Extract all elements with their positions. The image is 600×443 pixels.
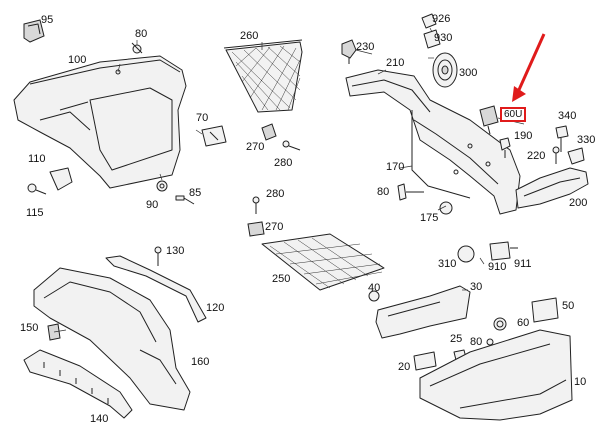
part-190-pin bbox=[499, 137, 511, 158]
callout-220[interactable]: 220 bbox=[527, 150, 546, 162]
callout-140[interactable]: 140 bbox=[90, 413, 109, 425]
callout-190[interactable]: 190 bbox=[514, 130, 533, 142]
part-310-910-911-components bbox=[457, 241, 518, 263]
callout-70[interactable]: 70 bbox=[196, 112, 209, 124]
part-200-panel bbox=[515, 167, 589, 209]
part-90-85-fasteners bbox=[156, 173, 195, 205]
part-30-40-trim bbox=[368, 285, 471, 339]
callout-95[interactable]: 95 bbox=[41, 14, 54, 26]
part-230-clip bbox=[341, 39, 357, 64]
callout-150[interactable]: 150 bbox=[20, 322, 39, 334]
part-80-screw bbox=[131, 40, 143, 54]
part-300-speaker bbox=[432, 52, 458, 88]
part-926-930-sensor bbox=[421, 13, 441, 49]
callout-175[interactable]: 175 bbox=[420, 212, 439, 224]
callout-40[interactable]: 40 bbox=[368, 282, 381, 294]
callout-310[interactable]: 310 bbox=[438, 258, 457, 270]
callout-340[interactable]: 340 bbox=[558, 110, 577, 122]
callout-230[interactable]: 230 bbox=[356, 41, 375, 53]
callout-25[interactable]: 25 bbox=[450, 333, 463, 345]
part-210-170-frame bbox=[345, 69, 521, 215]
callout-80-middle[interactable]: 80 bbox=[377, 186, 390, 198]
callout-90[interactable]: 90 bbox=[146, 199, 159, 211]
callout-280-middle[interactable]: 280 bbox=[266, 188, 285, 200]
callout-930[interactable]: 930 bbox=[434, 32, 453, 44]
part-340-bolt bbox=[555, 125, 569, 152]
callout-115[interactable]: 115 bbox=[26, 207, 44, 219]
callout-110[interactable]: 110 bbox=[28, 153, 46, 165]
part-110-cover bbox=[49, 167, 73, 191]
callout-270[interactable]: 270 bbox=[246, 141, 265, 153]
callout-20[interactable]: 20 bbox=[398, 361, 411, 373]
part-80-175-fasteners bbox=[397, 183, 453, 215]
part-95-clip bbox=[23, 19, 45, 43]
part-250-net bbox=[247, 196, 385, 291]
callout-200[interactable]: 200 bbox=[569, 197, 588, 209]
callout-300[interactable]: 300 bbox=[459, 67, 478, 79]
callout-60u[interactable]: 60U bbox=[500, 107, 527, 122]
part-220-screw bbox=[552, 146, 560, 164]
part-270-280-fasteners bbox=[261, 123, 301, 151]
part-115-screw bbox=[27, 183, 47, 195]
callout-60[interactable]: 60 bbox=[517, 317, 530, 329]
callout-910[interactable]: 910 bbox=[488, 261, 507, 273]
callout-130[interactable]: 130 bbox=[166, 245, 185, 257]
part-70-clip bbox=[201, 125, 227, 147]
part-330-bracket bbox=[567, 147, 585, 165]
callout-210[interactable]: 210 bbox=[386, 57, 405, 69]
callout-170[interactable]: 170 bbox=[386, 161, 405, 173]
callout-260[interactable]: 260 bbox=[240, 30, 259, 42]
callout-926[interactable]: 926 bbox=[432, 13, 451, 25]
part-130-screw bbox=[154, 246, 162, 266]
callout-330[interactable]: 330 bbox=[577, 134, 596, 146]
callout-80-lower[interactable]: 80 bbox=[470, 336, 483, 348]
callout-85[interactable]: 85 bbox=[189, 187, 202, 199]
callout-50[interactable]: 50 bbox=[562, 300, 575, 312]
part-60u-relay bbox=[479, 105, 499, 135]
part-100-dash-panel bbox=[13, 55, 187, 189]
part-160-lower-panel bbox=[33, 267, 191, 411]
callout-80[interactable]: 80 bbox=[135, 28, 148, 40]
highlight-arrow bbox=[512, 33, 546, 102]
callout-250[interactable]: 250 bbox=[272, 273, 291, 285]
callout-30[interactable]: 30 bbox=[470, 281, 483, 293]
callout-280[interactable]: 280 bbox=[274, 157, 293, 169]
callout-100[interactable]: 100 bbox=[68, 54, 87, 66]
callout-911[interactable]: 911 bbox=[514, 258, 532, 270]
part-140-bracket bbox=[23, 349, 133, 419]
part-10-lower-trim bbox=[413, 297, 573, 421]
callout-10[interactable]: 10 bbox=[574, 376, 587, 388]
part-260-net bbox=[223, 39, 303, 113]
callout-270-middle[interactable]: 270 bbox=[265, 221, 284, 233]
callout-160[interactable]: 160 bbox=[191, 356, 210, 368]
part-120-strip bbox=[105, 255, 207, 323]
callout-120[interactable]: 120 bbox=[206, 302, 225, 314]
